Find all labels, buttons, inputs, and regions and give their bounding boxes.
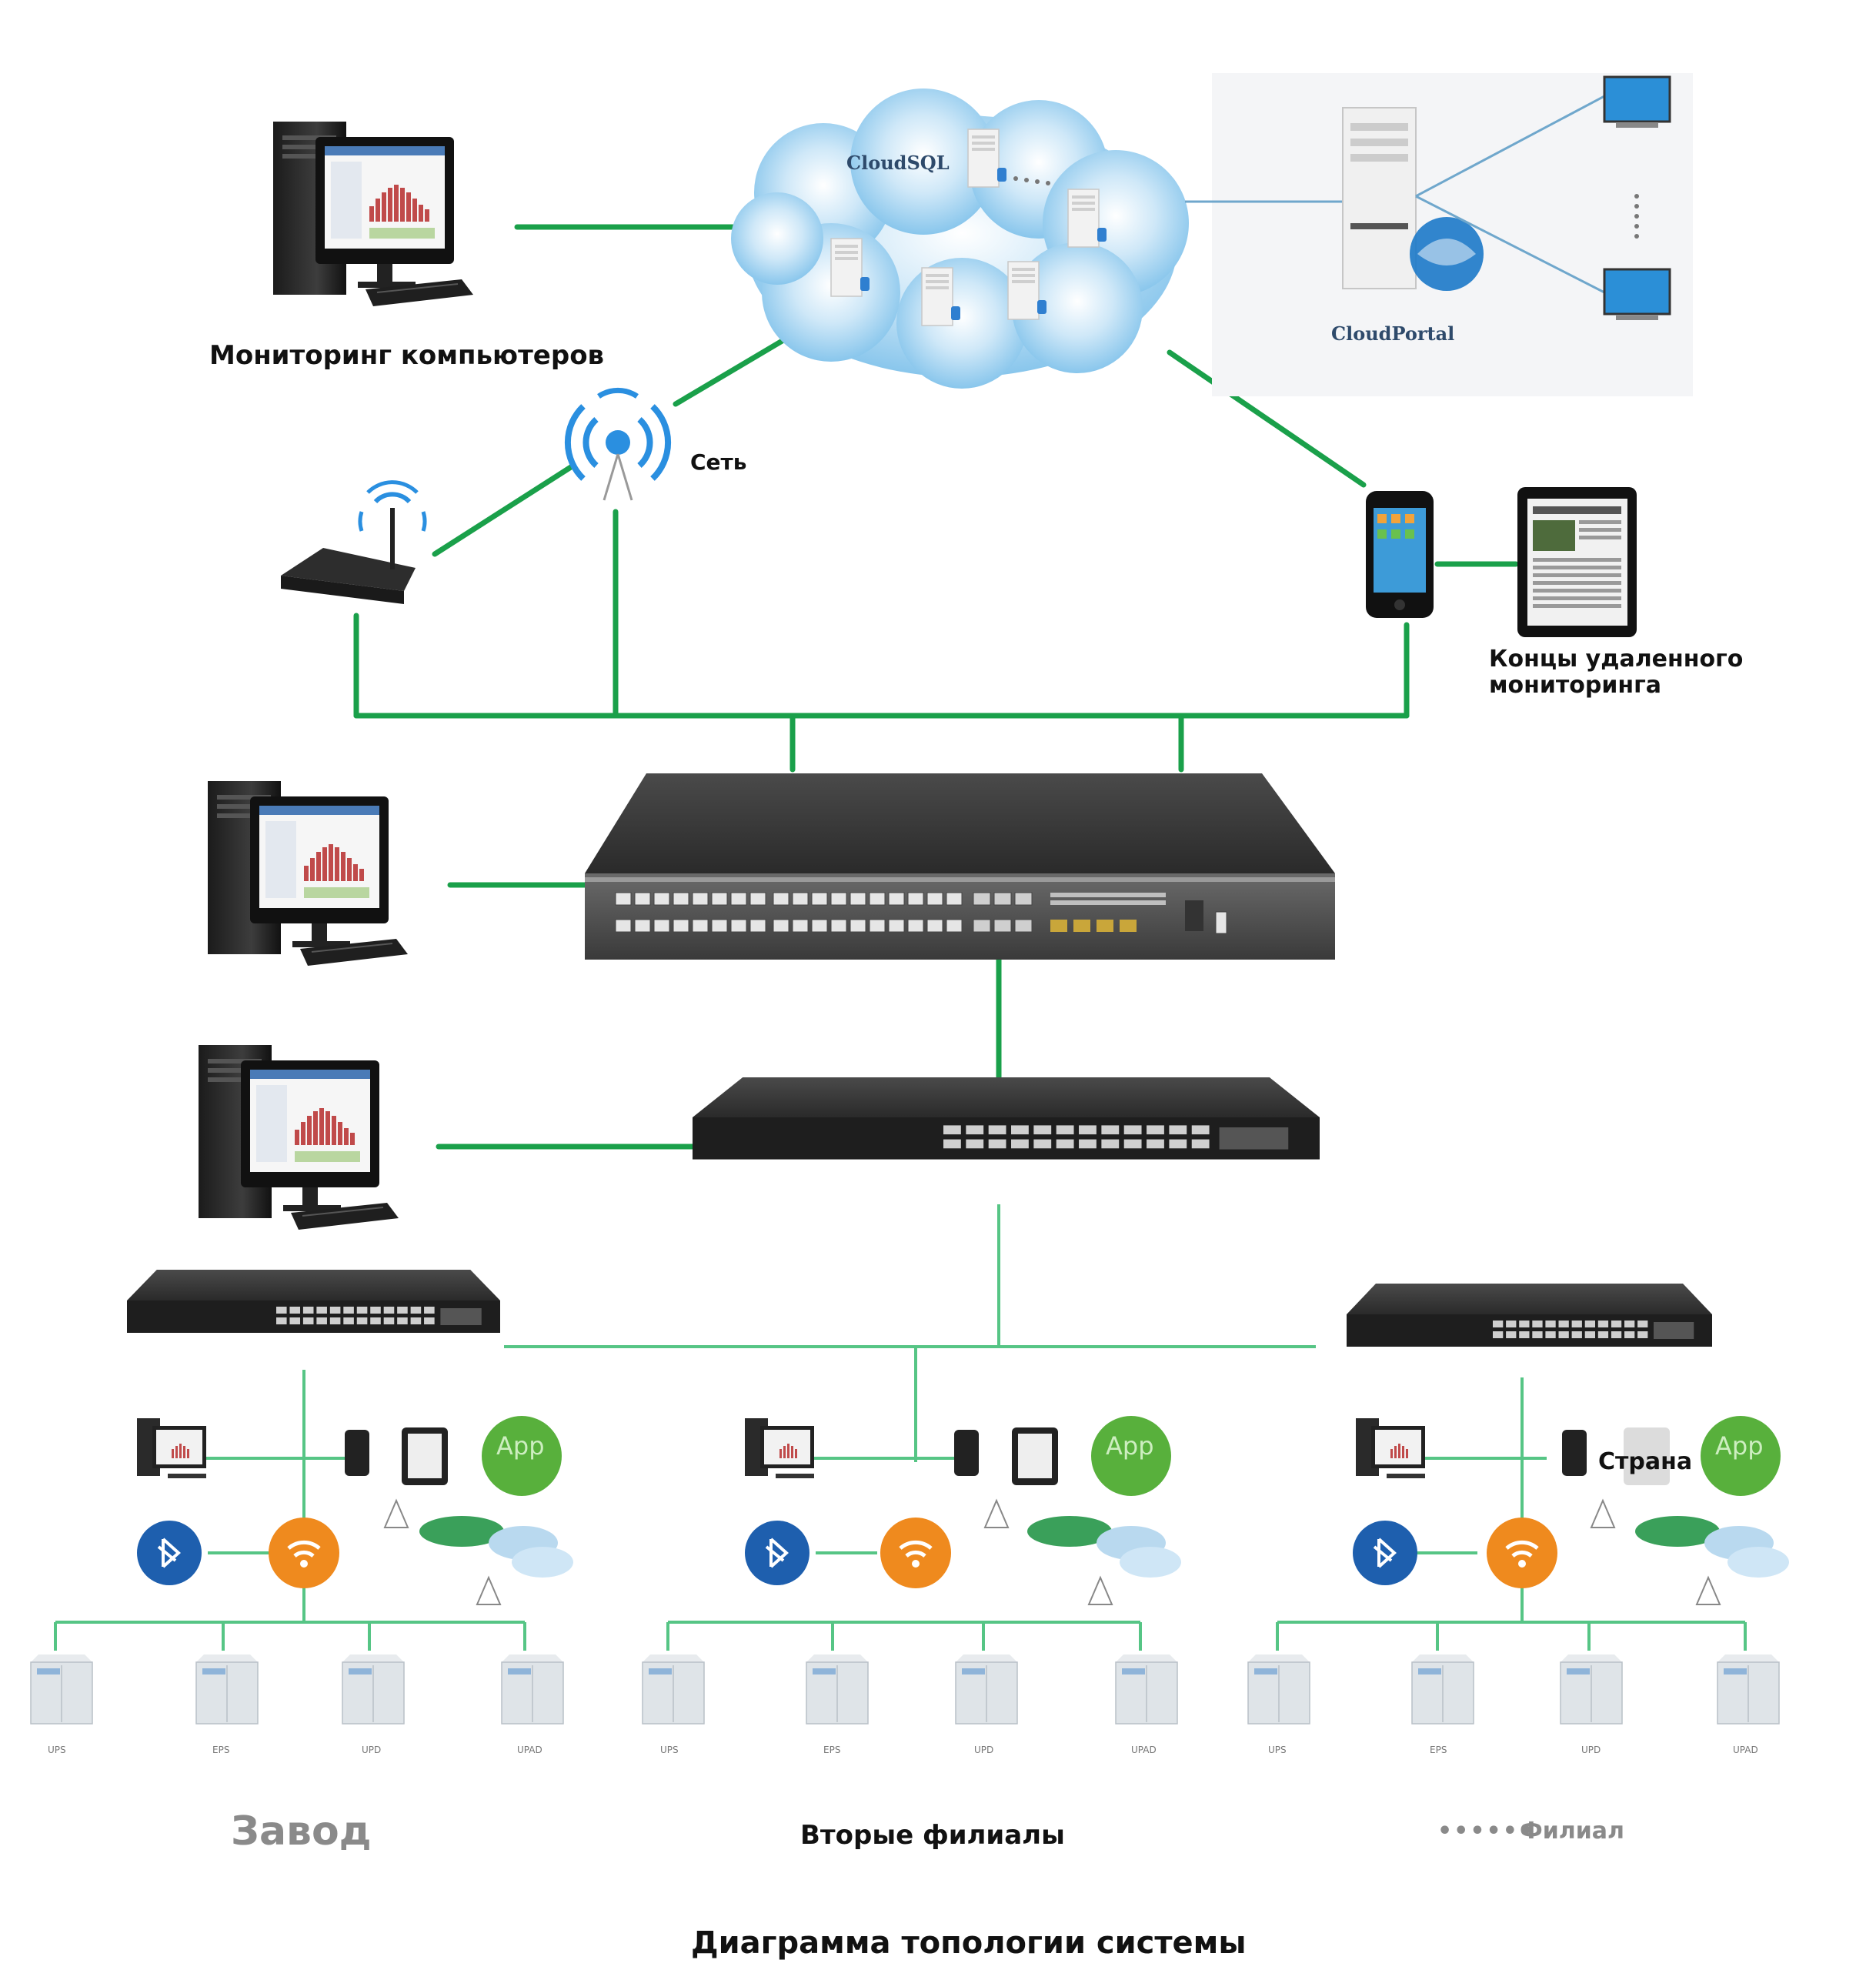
branch-cluster-third: App xyxy=(1247,1416,1789,1725)
branch-cluster-second: App xyxy=(642,1416,1181,1725)
svg-text:App: App xyxy=(1715,1431,1764,1461)
device-label: UPD xyxy=(362,1745,381,1755)
server-computer-icon xyxy=(198,1044,399,1230)
remote-monitoring-label: Концы удаленного мониторинга xyxy=(1489,646,1743,699)
branch-factory-label: Завод xyxy=(231,1808,372,1855)
branch-second-label: Вторые филиалы xyxy=(800,1820,1065,1851)
device-label: EPS xyxy=(212,1745,229,1755)
device-label: EPS xyxy=(1430,1745,1447,1755)
diagram-caption: Диаграмма топологии системы xyxy=(691,1925,1247,1961)
branch-cluster-factory: App xyxy=(30,1416,573,1725)
network-label: Сеть xyxy=(690,449,747,475)
monitoring-computers-label: Мониторинг компьютеров xyxy=(209,340,605,371)
remote-monitoring-line2: мониторинга xyxy=(1489,672,1662,699)
device-label: UPS xyxy=(1268,1745,1287,1755)
wireless-antenna-icon xyxy=(564,387,672,501)
portal-title: CloudPortal xyxy=(1331,322,1454,345)
device-label: UPS xyxy=(48,1745,66,1755)
cloud-title: CloudSQL xyxy=(846,152,950,174)
device-label: UPAD xyxy=(1733,1745,1758,1755)
workstation-computer-icon xyxy=(207,780,409,967)
device-label: UPAD xyxy=(517,1745,542,1755)
core-switch-icon xyxy=(585,773,1335,960)
cloud-portal: CloudPortal xyxy=(1185,73,1693,396)
svg-text:App: App xyxy=(496,1431,545,1461)
connection-lines xyxy=(54,224,1747,1651)
svg-text:App: App xyxy=(1106,1431,1154,1461)
monitoring-computer-icon xyxy=(272,121,474,307)
dots-decoration: •••••• xyxy=(1437,1818,1536,1845)
tablet-icon xyxy=(1517,487,1637,637)
remote-monitoring-line1: Концы удаленного xyxy=(1489,646,1744,673)
aggregation-switch-icon xyxy=(693,1077,1320,1160)
branch-switch-left-icon xyxy=(127,1270,500,1333)
wifi-router-icon xyxy=(281,480,427,604)
branch-switch-right-icon xyxy=(1347,1284,1712,1347)
country-label: Страна xyxy=(1598,1448,1693,1475)
device-captions: UPS EPS UPD UPAD UPS EPS UPD UPAD UPS EP… xyxy=(48,1745,1758,1755)
device-label: UPD xyxy=(1581,1745,1601,1755)
cloud-sql: CloudSQL xyxy=(731,88,1189,389)
branch-third-label: Филиал xyxy=(1520,1818,1624,1845)
device-label: UPAD xyxy=(1131,1745,1157,1755)
device-label: UPS xyxy=(660,1745,679,1755)
smartphone-icon xyxy=(1366,491,1434,618)
device-label: EPS xyxy=(823,1745,840,1755)
device-label: UPD xyxy=(974,1745,993,1755)
